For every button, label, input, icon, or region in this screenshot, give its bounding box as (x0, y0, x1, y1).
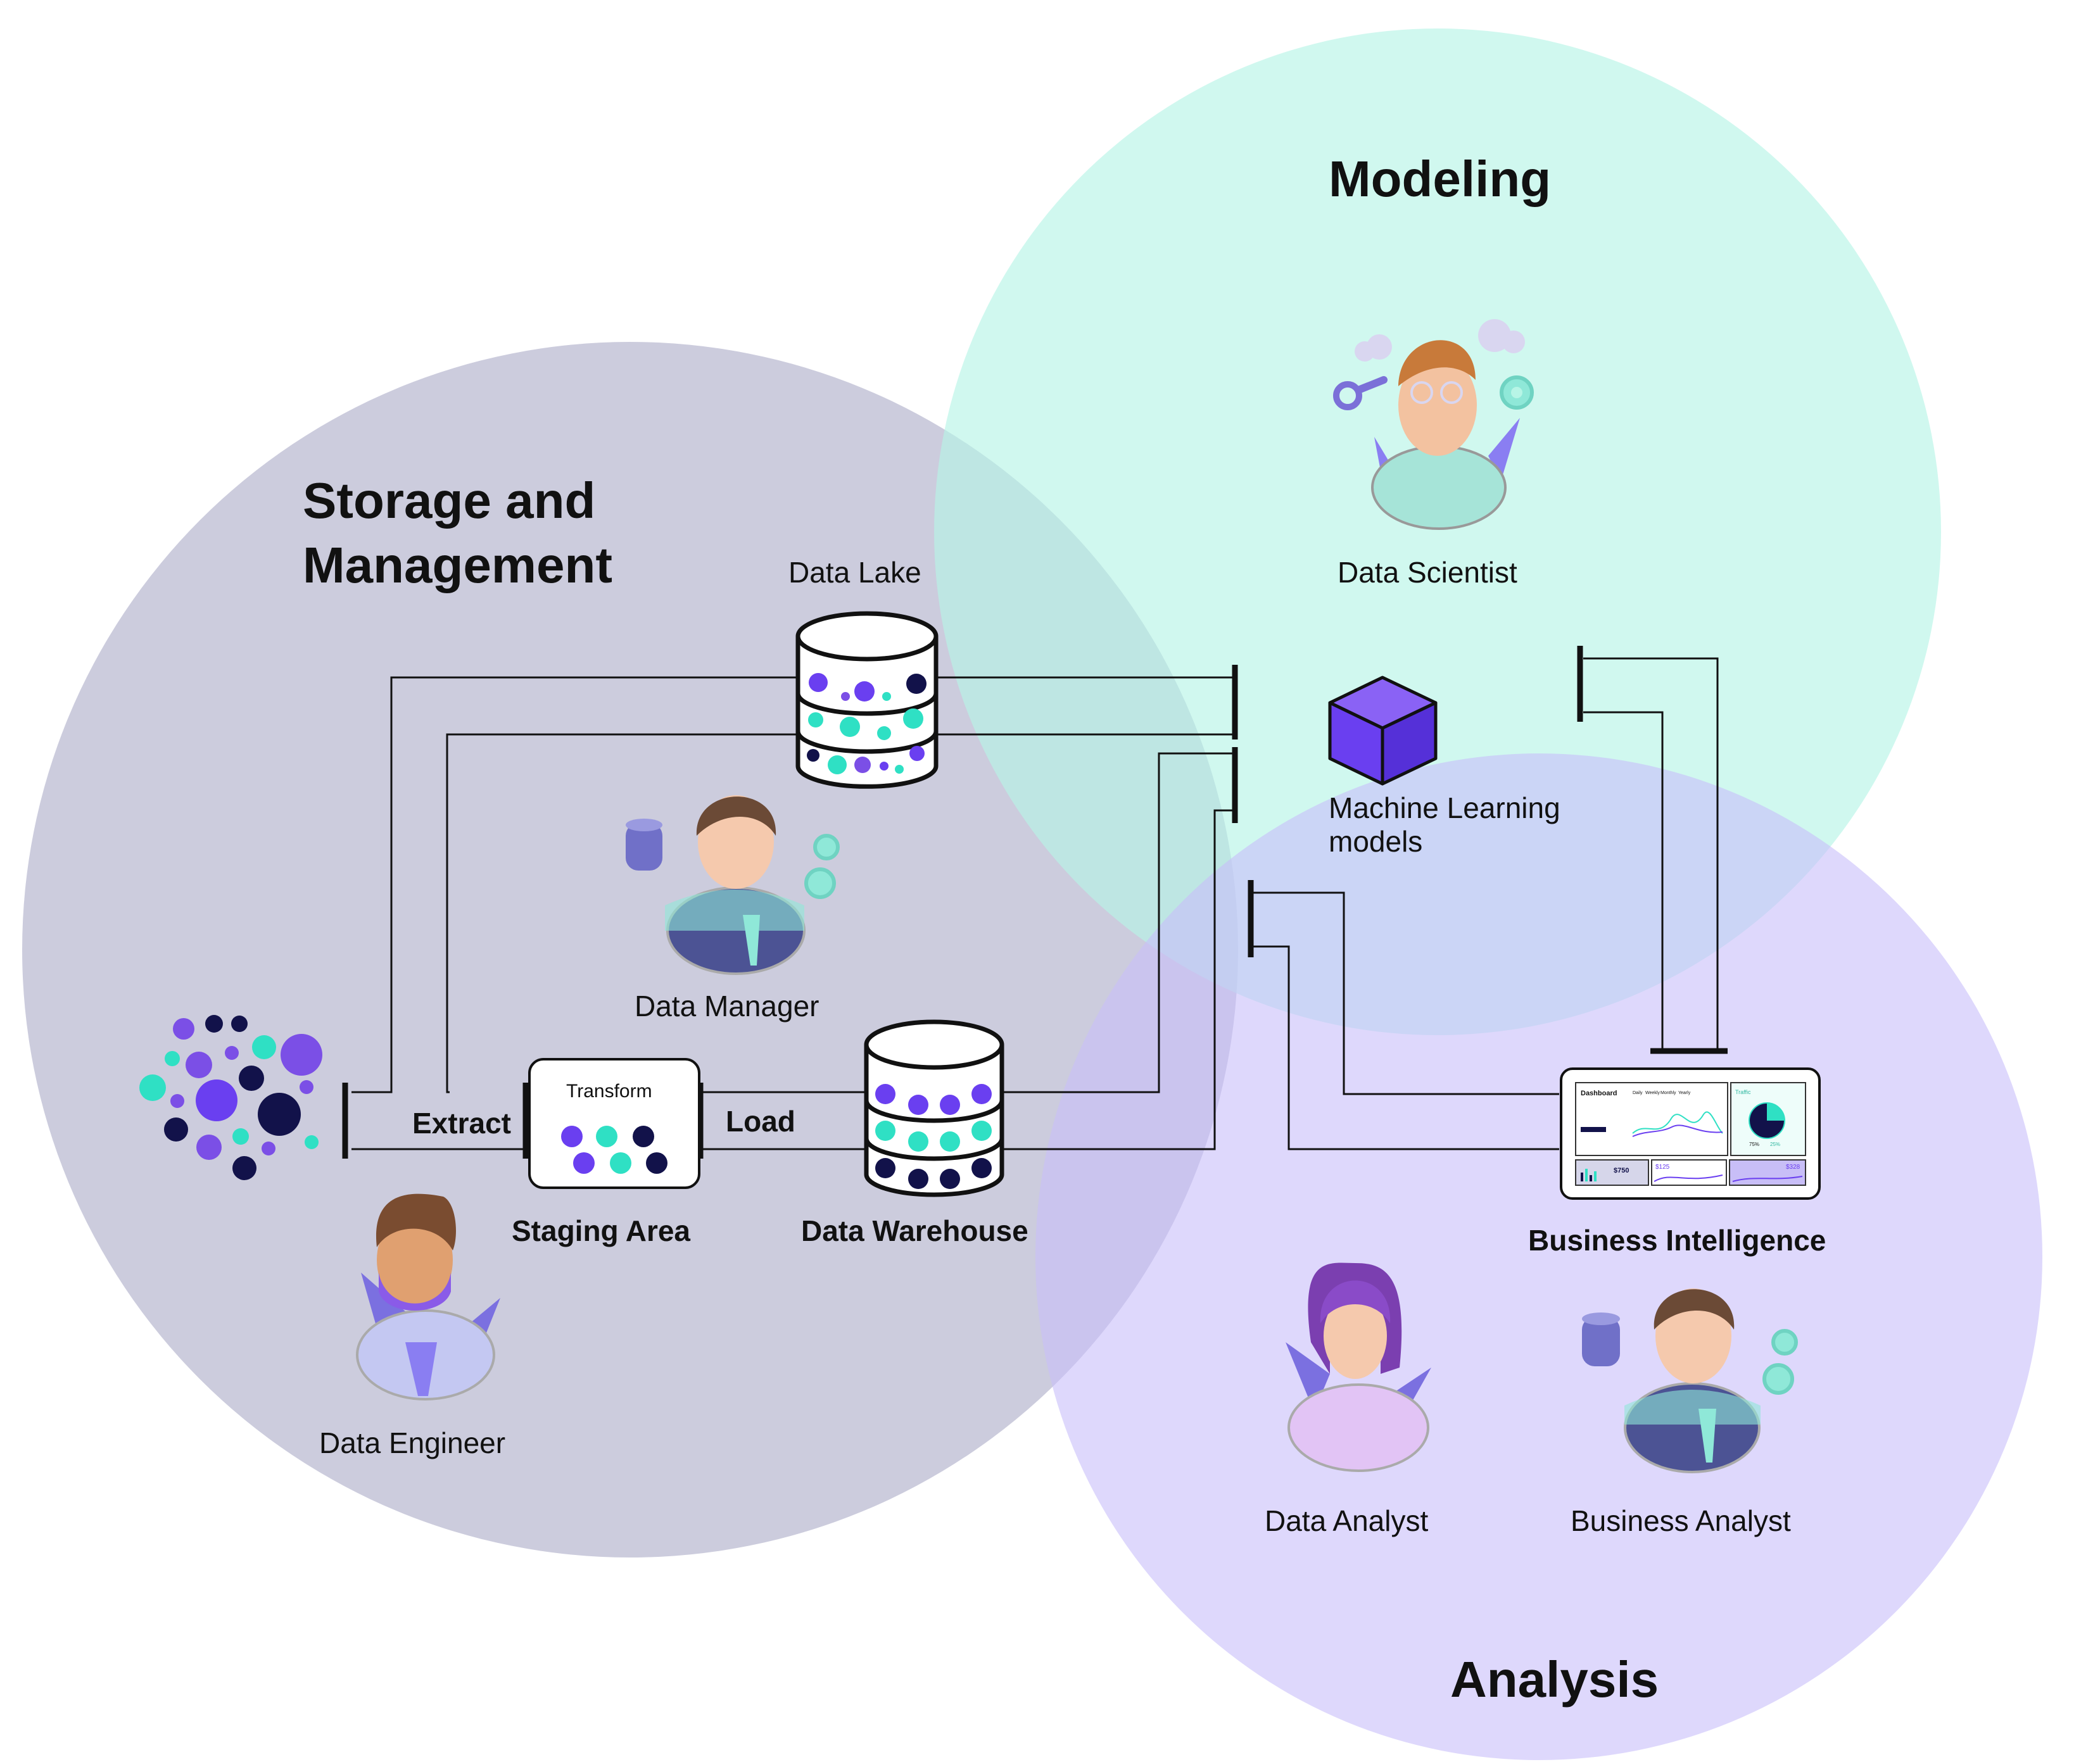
dashboard-card-1: $750 (1614, 1167, 1629, 1174)
modeling-title: Modeling (1329, 151, 1551, 207)
staging-area-label: Staging Area (512, 1214, 690, 1247)
data-engineer-avatar (356, 1193, 500, 1400)
data-manager-avatar (626, 795, 840, 975)
transform-label: Transform (566, 1081, 652, 1102)
dashboard-pct-a: 75% (1749, 1142, 1759, 1147)
machine-learning-cube-icon (1328, 676, 1438, 786)
dashboard-title: Dashboard (1581, 1090, 1617, 1097)
raw-data-cluster-icon (139, 1015, 322, 1180)
data-warehouse-label: Data Warehouse (801, 1214, 1028, 1247)
data-scientist-label: Data Scientist (1338, 556, 1517, 589)
business-analyst-label: Business Analyst (1571, 1504, 1791, 1537)
dashboard-tab-weekly: Weekly (1645, 1091, 1660, 1095)
dashboard-pct-b: 25% (1770, 1142, 1780, 1147)
dashboard-tab-daily: Daily (1633, 1091, 1643, 1095)
data-lake-label: Data Lake (788, 556, 921, 589)
connector-bars (342, 646, 1728, 1159)
data-scientist-avatar (1333, 319, 1534, 530)
data-lake-icon (795, 611, 939, 789)
data-analyst-avatar (1286, 1262, 1431, 1472)
storage-title-line1: Storage and (303, 472, 595, 529)
load-label: Load (726, 1105, 795, 1138)
ml-models-label-line1: Machine Learning (1329, 791, 1560, 824)
business-intelligence-label: Business Intelligence (1528, 1224, 1826, 1257)
extract-label: Extract (412, 1107, 511, 1140)
dashboard-traffic: Traffic (1735, 1089, 1751, 1095)
storage-title-line2: Management (303, 537, 612, 593)
analysis-circle (1035, 753, 2042, 1760)
dashboard-tab-monthly: Monthly (1660, 1091, 1676, 1095)
business-intelligence-dashboard: Dashboard Daily Weekly Monthly Yearly Tr… (1560, 1067, 1821, 1200)
data-analyst-label: Data Analyst (1265, 1504, 1428, 1537)
data-engineer-label: Data Engineer (319, 1426, 505, 1459)
dashboard-card-3: $328 (1786, 1164, 1800, 1171)
ml-models-label-line2: models (1329, 825, 1422, 858)
business-analyst-avatar (1582, 1288, 1798, 1473)
data-warehouse-icon (864, 1019, 1004, 1197)
dashboard-tab-yearly: Yearly (1678, 1091, 1691, 1095)
connectors (351, 657, 1719, 1150)
data-manager-label: Data Manager (635, 990, 819, 1023)
analysis-title: Analysis (1450, 1651, 1659, 1708)
staging-area-box (528, 1058, 700, 1189)
dashboard-card-2: $125 (1655, 1164, 1670, 1171)
